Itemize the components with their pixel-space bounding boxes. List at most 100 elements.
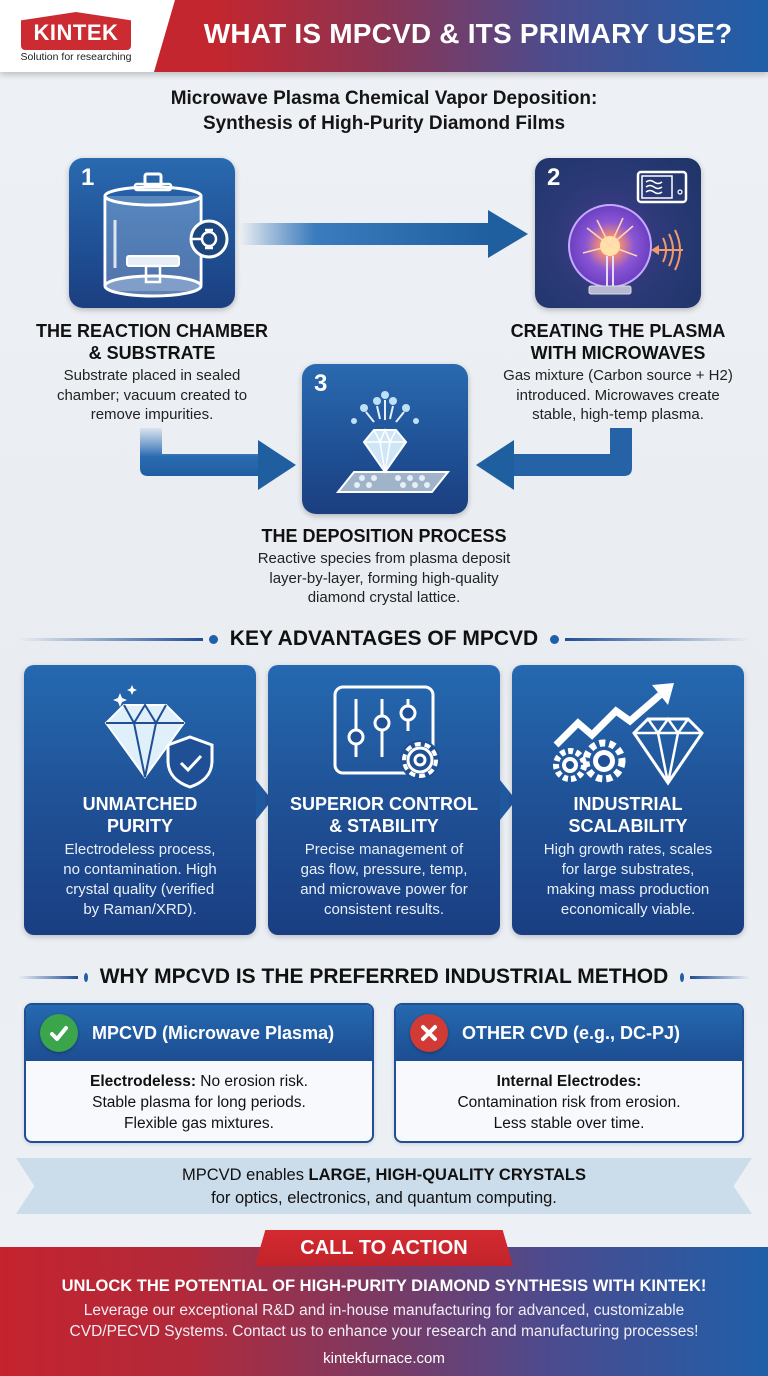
step-2-icon-box: 2 xyxy=(535,158,701,308)
heading-dot-left xyxy=(84,972,88,982)
cta-body-line-2: CVD/PECVD Systems. Contact us to enhance… xyxy=(69,1323,699,1340)
advantage-scalability-desc-line-4: economically viable. xyxy=(560,901,696,918)
page-header: KINTEK Solution for researching WHAT IS … xyxy=(0,0,768,72)
arrow-elbow-left-icon xyxy=(476,428,632,490)
comparison-mpcvd-line-1: Electrodeless: No erosion risk. xyxy=(26,1071,372,1092)
step-1-desc-line-2: chamber; vacuum created to xyxy=(56,386,248,404)
advantage-purity-title-line-2: PURITY xyxy=(106,816,173,836)
advantage-scalability-title-line-2: SCALABILITY xyxy=(568,816,688,836)
heading-divider-left xyxy=(18,975,78,979)
cta-footer xyxy=(0,1247,768,1376)
advantage-scalability-title: INDUSTRIAL SCALABILITY xyxy=(512,793,744,837)
heading-dot-right xyxy=(680,972,684,982)
advantage-control-desc-line-3: and microwave power for xyxy=(300,881,468,898)
advantage-scalability-description: High growth rates, scales for large subs… xyxy=(520,840,736,920)
step-3-desc-line-2: layer-by-layer, forming high-quality xyxy=(269,569,499,587)
advantage-purity-title: UNMATCHED PURITY xyxy=(24,793,256,837)
advantage-scalability-desc-line-3: making mass production xyxy=(546,881,710,898)
step-1-title-line-2: & SUBSTRATE xyxy=(88,343,216,363)
comparison-heading: WHY MPCVD IS THE PREFERRED INDUSTRIAL ME… xyxy=(0,962,768,992)
advantage-purity-desc-line-2: no contamination. High xyxy=(63,861,217,878)
banner-line-1: MPCVD enables LARGE, HIGH-QUALITY CRYSTA… xyxy=(16,1164,752,1187)
subtitle-line-2: Synthesis of High-Purity Diamond Films xyxy=(202,113,566,134)
advantage-card-control: SUPERIOR CONTROL & STABILITY Precise man… xyxy=(268,665,500,935)
advantage-control-desc-line-4: consistent results. xyxy=(323,901,445,918)
step-2-desc-line-2: introduced. Microwaves create xyxy=(516,386,720,404)
heading-divider-left xyxy=(18,637,203,641)
comparison-mpcvd-title: MPCVD (Microwave Plasma) xyxy=(92,1022,335,1043)
step-1-number: 1 xyxy=(81,164,95,191)
comparison-card-other-cvd: OTHER CVD (e.g., DC-PJ) Internal Electro… xyxy=(394,1003,744,1143)
advantages-heading: KEY ADVANTAGES OF MPCVD xyxy=(0,624,768,654)
step-2-title-line-1: CREATING THE PLASMA xyxy=(510,321,726,341)
advantage-scalability-desc-line-1: High growth rates, scales xyxy=(543,841,713,858)
step-1-icon-box: 1 xyxy=(69,158,235,308)
logo-tagline: Solution for researching xyxy=(20,51,132,63)
banner-line-2: for optics, electronics, and quantum com… xyxy=(211,1189,557,1207)
x-icon xyxy=(410,1014,448,1052)
step-3-title: THE DEPOSITION PROCESS xyxy=(184,525,584,547)
advantage-control-title: SUPERIOR CONTROL & STABILITY xyxy=(268,793,500,837)
sliders-gear-icon xyxy=(333,685,440,780)
website-link[interactable]: kintekfurnace.com xyxy=(323,1350,445,1367)
advantage-purity-title-line-1: UNMATCHED xyxy=(82,794,198,814)
advantage-control-title-line-2: & STABILITY xyxy=(329,816,439,836)
advantage-control-description: Precise management of gas flow, pressure… xyxy=(276,840,492,920)
cta-headline: UNLOCK THE POTENTIAL OF HIGH-PURITY DIAM… xyxy=(61,1277,707,1295)
advantage-card-scalability: INDUSTRIAL SCALABILITY High growth rates… xyxy=(512,665,744,935)
advantage-purity-desc-line-1: Electrodeless process, xyxy=(64,841,216,858)
call-to-action-tab[interactable]: CALL TO ACTION xyxy=(255,1230,513,1266)
logo-brand: KINTEK xyxy=(33,20,119,45)
advantage-scalability-desc-line-2: for large substrates, xyxy=(561,861,695,878)
step-3-desc-line-3: diamond crystal lattice. xyxy=(307,589,461,606)
advantage-control-desc-line-2: gas flow, pressure, temp, xyxy=(300,861,468,878)
page-subtitle: Microwave Plasma Chemical Vapor Depositi… xyxy=(0,86,768,136)
comparison-other-lead: Internal Electrodes: xyxy=(496,1073,642,1090)
check-icon xyxy=(40,1014,78,1052)
step-1-desc-line-1: Substrate placed in sealed xyxy=(63,367,241,384)
arrow-elbow-right-icon xyxy=(140,428,296,490)
step-3-title-line-1: THE DEPOSITION PROCESS xyxy=(261,526,507,546)
cta-body-line-1: Leverage our exceptional R&D and in-hous… xyxy=(83,1302,685,1319)
arrow-right-icon xyxy=(240,210,528,258)
growth-gears-diamond-icon xyxy=(553,683,704,786)
banner-emphasis: LARGE, HIGH-QUALITY CRYSTALS xyxy=(308,1166,586,1184)
page-title: WHAT IS MPCVD & ITS PRIMARY USE? xyxy=(203,18,733,49)
comparison-mpcvd-lead: Electrodeless: xyxy=(90,1073,196,1090)
comparison-other-line-2: Contamination risk from erosion. xyxy=(457,1094,681,1111)
step-2-desc-line-1: Gas mixture (Carbon source + H2) xyxy=(503,367,733,384)
kintek-logo[interactable]: KINTEK xyxy=(21,12,131,50)
step-2-title: CREATING THE PLASMA WITH MICROWAVES xyxy=(484,320,752,364)
heading-dot-left xyxy=(208,634,218,644)
cta-body: Leverage our exceptional R&D and in-hous… xyxy=(0,1300,768,1342)
step-3-desc-line-1: Reactive species from plasma deposit xyxy=(257,550,511,567)
advantage-purity-description: Electrodeless process, no contamination.… xyxy=(32,840,248,920)
diamond-shield-icon xyxy=(104,685,214,789)
step-1-description: Substrate placed in sealed chamber; vacu… xyxy=(20,366,284,425)
heading-divider-right xyxy=(690,975,750,979)
heading-divider-right xyxy=(565,637,751,641)
step-3-description: Reactive species from plasma deposit lay… xyxy=(184,549,584,608)
comparison-mpcvd-line-1-rest: No erosion risk. xyxy=(195,1073,308,1090)
step-2-title-line-2: WITH MICROWAVES xyxy=(530,343,706,363)
step-2-desc-line-3: stable, high-temp plasma. xyxy=(532,406,704,423)
comparison-other-header: OTHER CVD (e.g., DC-PJ) xyxy=(396,1005,742,1061)
plasma-ball-microwave-icon xyxy=(568,170,688,295)
heading-dot-right xyxy=(550,634,560,644)
banner-prefix: MPCVD enables xyxy=(181,1166,309,1184)
advantages-heading-text: KEY ADVANTAGES OF MPCVD xyxy=(229,627,539,650)
comparison-other-title: OTHER CVD (e.g., DC-PJ) xyxy=(462,1022,681,1043)
comparison-other-body: Internal Electrodes: Contamination risk … xyxy=(396,1061,742,1134)
summary-banner: MPCVD enables LARGE, HIGH-QUALITY CRYSTA… xyxy=(16,1158,752,1214)
advantage-purity-desc-line-3: crystal quality (verified xyxy=(65,881,215,898)
comparison-mpcvd-line-3: Flexible gas mixtures. xyxy=(124,1115,274,1132)
advantage-control-desc-line-1: Precise management of xyxy=(304,841,464,858)
step-3-number: 3 xyxy=(314,370,328,397)
step-1-desc-line-3: remove impurities. xyxy=(90,406,214,423)
comparison-mpcvd-line-2: Stable plasma for long periods. xyxy=(92,1094,306,1111)
step-1-title: THE REACTION CHAMBER & SUBSTRATE xyxy=(20,320,284,364)
advantage-scalability-title-line-1: INDUSTRIAL xyxy=(573,794,683,814)
advantage-purity-desc-line-4: by Raman/XRD). xyxy=(83,901,197,918)
comparison-card-mpcvd: MPCVD (Microwave Plasma) Electrodeless: … xyxy=(24,1003,374,1143)
advantage-control-title-line-1: SUPERIOR CONTROL xyxy=(289,794,478,814)
